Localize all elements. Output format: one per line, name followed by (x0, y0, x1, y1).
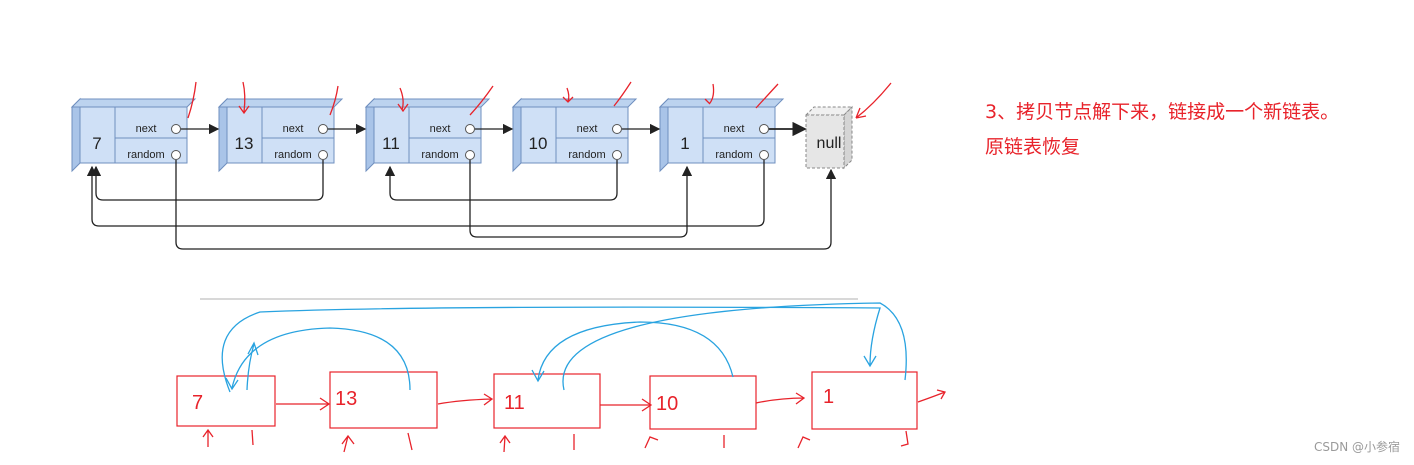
explanation-note: 3、拷贝节点解下来，链接成一个新链表。 原链表恢复 (985, 95, 1339, 165)
copied-node-7 (176, 375, 276, 427)
random-arrows (86, 160, 837, 250)
next-field-label: next (577, 123, 598, 135)
copied-list: 7 13 11 10 1 (176, 302, 946, 453)
next-field-label: next (283, 123, 304, 135)
copied-node-11 (493, 373, 601, 429)
copied-node-value: 11 (504, 392, 525, 414)
next-field-label: next (724, 123, 745, 135)
original-node-13: 13 next random (217, 97, 344, 173)
copied-node-value: 13 (335, 388, 357, 410)
original-node-10: 10 next random (511, 97, 638, 173)
copied-node-13 (329, 371, 438, 429)
node-value: 11 (382, 134, 400, 153)
copied-node-value: 1 (823, 386, 834, 408)
original-list: 7 next random 13 next random 11 (70, 81, 892, 250)
random-field-label: random (274, 149, 311, 161)
node-value: 13 (235, 134, 254, 153)
copied-node-value: 7 (192, 392, 203, 414)
copied-next-arrows (202, 389, 946, 453)
note-line-2: 原链表恢复 (985, 136, 1081, 158)
note-line-1: 3、拷贝节点解下来，链接成一个新链表。 (985, 101, 1340, 123)
copied-node-value: 10 (656, 393, 678, 415)
original-node-7: 7 next random (70, 97, 197, 173)
next-field-label: next (136, 123, 157, 135)
original-node-1: 1 next random (658, 97, 785, 173)
null-label: null (817, 135, 842, 152)
random-field-label: random (715, 149, 752, 161)
random-field-label: random (127, 149, 164, 161)
watermark: CSDN @小参宿 (1313, 440, 1400, 454)
node-value: 10 (529, 134, 548, 153)
node-value: 1 (680, 134, 689, 153)
random-field-label: random (568, 149, 605, 161)
original-node-11: 11 next random (364, 97, 491, 173)
random-field-label: random (421, 149, 458, 161)
null-node: null (804, 105, 854, 170)
copied-node-1 (811, 371, 918, 430)
next-field-label: next (430, 123, 451, 135)
copied-random-arrows (221, 302, 907, 393)
red-annotations (187, 81, 892, 119)
node-value: 7 (92, 134, 101, 153)
